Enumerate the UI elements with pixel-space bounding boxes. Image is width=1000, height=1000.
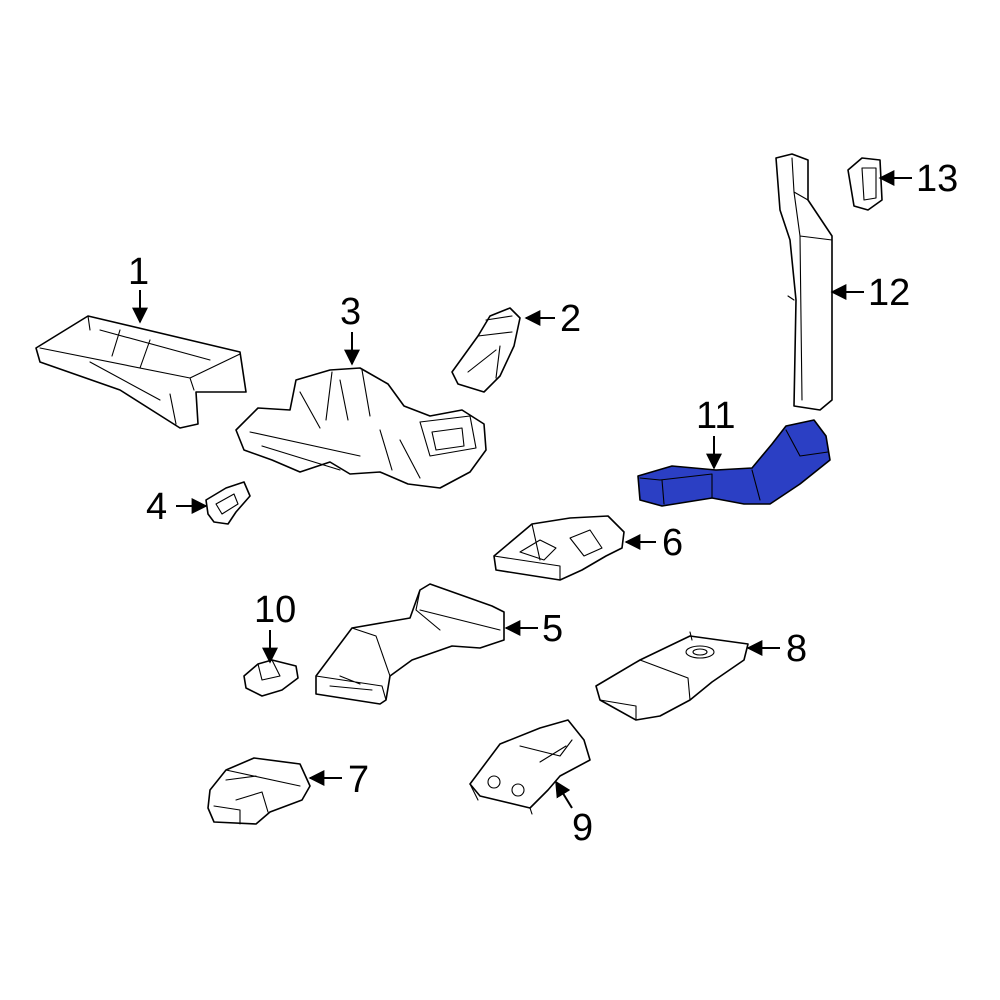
part-2-bracket[interactable] xyxy=(451,307,521,393)
part-3-hvac-housing[interactable] xyxy=(235,367,487,489)
callout-4: 4 xyxy=(146,486,167,528)
part-7-duct[interactable] xyxy=(207,757,311,825)
part-10-clip[interactable] xyxy=(243,659,299,697)
part-5-duct[interactable] xyxy=(315,583,505,705)
part-11-duct-highlighted[interactable] xyxy=(637,419,831,507)
part-13-clip[interactable] xyxy=(847,157,883,211)
leader-lines xyxy=(132,170,912,809)
part-1-duct[interactable] xyxy=(35,315,247,429)
part-12-vertical-duct[interactable] xyxy=(775,153,833,411)
callout-6: 6 xyxy=(662,522,683,564)
part-8-plate[interactable] xyxy=(595,631,749,721)
callout-8: 8 xyxy=(786,628,807,670)
part-4-clip[interactable] xyxy=(205,481,251,525)
callout-13: 13 xyxy=(916,158,958,200)
part-9-bracket[interactable] xyxy=(469,719,591,815)
callout-12: 12 xyxy=(868,272,910,314)
callout-7: 7 xyxy=(348,759,369,801)
callout-9: 9 xyxy=(572,807,593,849)
part-6-bracket[interactable] xyxy=(493,515,625,581)
callout-11: 11 xyxy=(696,395,735,437)
callout-2: 2 xyxy=(560,298,581,340)
callout-1: 1 xyxy=(128,251,149,293)
callout-5: 5 xyxy=(542,608,563,650)
callout-3: 3 xyxy=(340,291,361,333)
callout-10: 10 xyxy=(254,589,296,631)
